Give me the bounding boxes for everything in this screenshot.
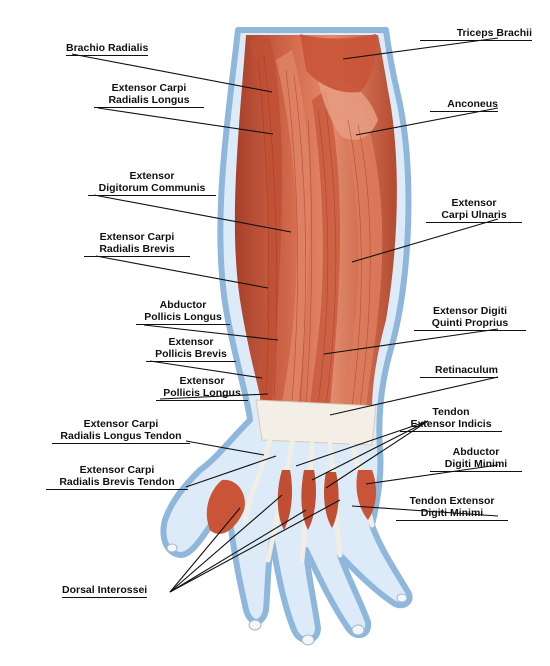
label-extensor-carpi-radialis-longus: Extensor Carpi Radialis Longus xyxy=(94,82,204,108)
retinaculum-band xyxy=(256,400,376,445)
label-extensor-carpi-ulnaris: Extensor Carpi Ulnaris xyxy=(426,197,522,223)
label-extensor-pollicis-brevis: Extensor Pollicis Brevis xyxy=(146,336,236,362)
label-ecrl-tendon: Extensor Carpi Radialis Longus Tendon xyxy=(52,418,190,444)
label-tendon-extensor-indicis: Tendon Extensor Indicis xyxy=(400,406,502,432)
label-triceps-brachii: Triceps Brachii xyxy=(420,27,532,41)
label-tendon-extensor-digiti-minimi: Tendon Extensor Digiti Minimi xyxy=(396,495,508,521)
label-retinaculum: Retinaculum xyxy=(420,364,498,378)
label-dorsal-interossei: Dorsal Interossei xyxy=(62,584,147,598)
label-ecrb-tendon: Extensor Carpi Radialis Brevis Tendon xyxy=(46,464,188,490)
label-anconeus: Anconeus xyxy=(430,98,498,112)
label-extensor-carpi-radialis-brevis: Extensor Carpi Radialis Brevis xyxy=(84,231,190,257)
label-extensor-digiti-quinti-proprius: Extensor Digiti Quinti Proprius xyxy=(414,305,526,331)
label-extensor-pollicis-longus: Extensor Pollicis Longus xyxy=(156,375,248,401)
label-brachio-radialis: Brachio Radialis xyxy=(66,42,148,56)
label-extensor-digitorum-communis: Extensor Digitorum Communis xyxy=(88,170,216,196)
label-abductor-pollicis-longus: Abductor Pollicis Longus xyxy=(136,299,230,325)
label-abductor-digiti-minimi: Abductor Digiti Minimi xyxy=(430,446,522,472)
